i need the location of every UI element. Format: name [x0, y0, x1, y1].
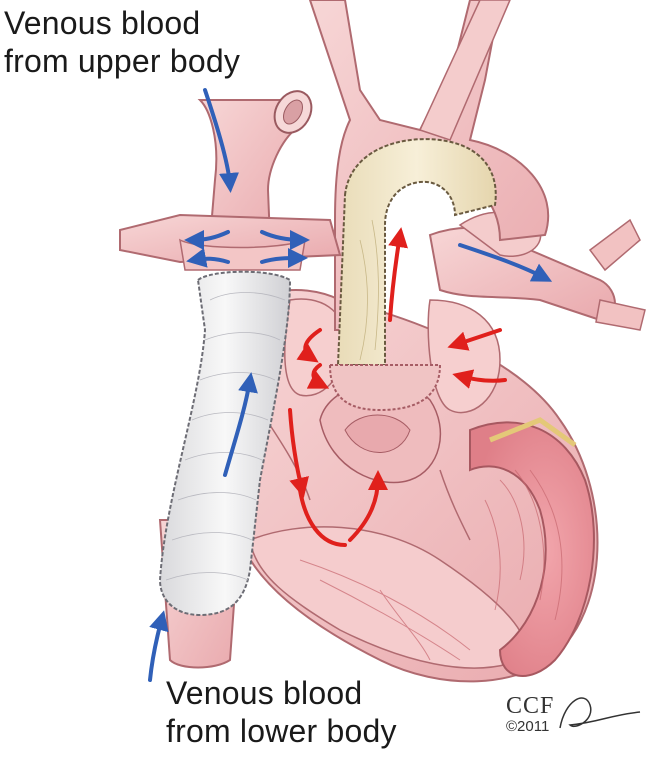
red-flow-arrow-icon [348, 470, 388, 542]
aortic-root [328, 364, 442, 412]
copyright-year: ©2011 [506, 718, 550, 735]
blue-flow-arrow-icon [184, 229, 230, 250]
blue-flow-arrow-icon [260, 248, 308, 269]
extracardiac-conduit [158, 270, 292, 617]
red-flow-arrow-icon [452, 369, 507, 389]
myocardium [469, 421, 595, 677]
lower-label-line2: from lower body [166, 713, 397, 749]
red-flow-arrow-icon [288, 408, 309, 498]
artist-signature [559, 697, 641, 729]
aortic-graft [336, 138, 497, 366]
upper-label-line2: from upper body [4, 43, 241, 79]
blue-flow-arrow-icon [223, 372, 258, 477]
red-flow-arrow-icon [447, 328, 502, 351]
arterial-flow-arrows [288, 227, 507, 547]
red-flow-arrow-icon [306, 363, 330, 389]
red-flow-arrow-icon [296, 328, 322, 363]
red-flow-arrow-icon [388, 227, 408, 322]
blue-flow-arrow-icon [260, 229, 310, 250]
superior-vena-cava [119, 90, 342, 271]
copyright-credit: CCF ©2011 [506, 694, 554, 736]
blue-flow-arrow-icon [203, 88, 240, 193]
upper-label-line1: Venous blood [4, 5, 201, 41]
blue-flow-arrow-icon [458, 243, 553, 282]
upper-body-label: Venous blood from upper body [4, 4, 240, 80]
blue-flow-arrow-icon [186, 248, 230, 268]
lower-body-label: Venous blood from lower body [166, 674, 397, 750]
ccf-logo: CCF [506, 693, 555, 719]
venous-flow-arrows [148, 88, 553, 682]
blue-flow-arrow-icon [148, 610, 169, 682]
lower-label-line1: Venous blood [166, 675, 363, 711]
